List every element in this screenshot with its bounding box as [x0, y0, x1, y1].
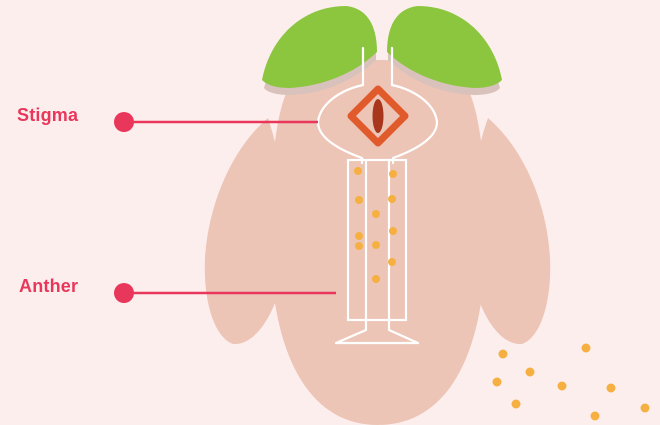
anther-label: Anther — [19, 276, 78, 296]
pollen-grain — [372, 241, 380, 249]
pollen-grain — [355, 242, 363, 250]
pollen-grain — [526, 368, 535, 377]
pollen-grain — [493, 378, 502, 387]
pollen-grain — [355, 232, 363, 240]
pollen-grain — [355, 196, 363, 204]
pollen-grain — [512, 400, 521, 409]
pollen-grain — [641, 404, 650, 413]
pollen-grain — [388, 195, 396, 203]
stigma-label: Stigma — [17, 105, 78, 125]
pollen-grain — [354, 167, 362, 175]
pollen-grain — [558, 382, 567, 391]
pollen-grain — [499, 350, 508, 359]
pollen-grain — [388, 258, 396, 266]
pollen-grain — [389, 170, 397, 178]
stigma-core — [373, 99, 384, 133]
pollen-grain — [372, 210, 380, 218]
scattered-pollen — [493, 344, 650, 421]
pollen-grain — [389, 227, 397, 235]
pollen-grain — [372, 275, 380, 283]
pollen-grain — [591, 412, 600, 421]
pollen-grain — [582, 344, 591, 353]
pollen-grain — [607, 384, 616, 393]
